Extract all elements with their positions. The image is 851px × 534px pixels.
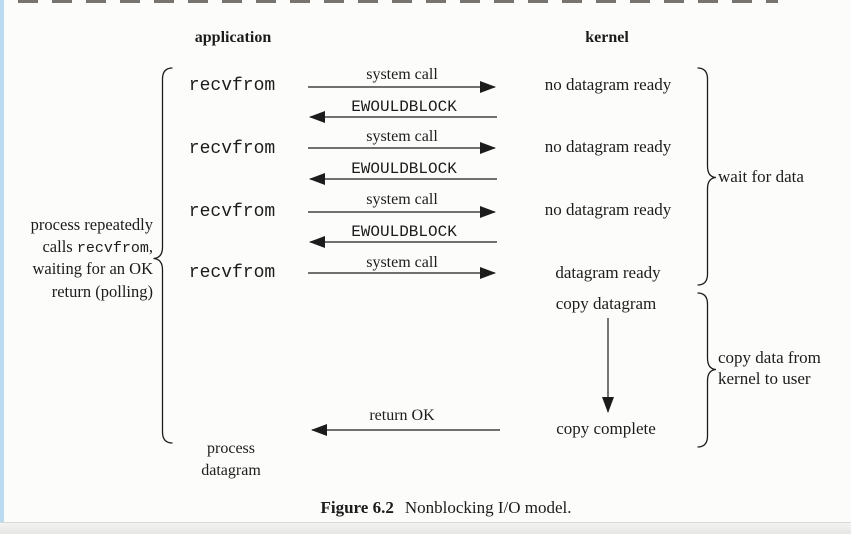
top-dashed-border [18,0,778,3]
process-note-line2-prefix: calls [42,237,73,256]
process-note-line2-suffix: , [148,237,153,256]
copy-data-brace [697,292,717,448]
left-blue-strip [0,0,4,522]
ewouldblock-label-3: EWOULDBLOCK [351,223,457,241]
process-note-line1: process repeatedly [30,215,153,234]
copy-data-label-line1: copy data from [718,348,821,367]
system-call-label-2: system call [366,128,438,145]
left-process-brace [153,67,173,444]
bottom-band [0,522,851,534]
figure-caption-number: Figure 6.2 [320,498,394,517]
process-datagram-line1: process [207,440,255,457]
process-note-line4: return (polling) [51,282,153,301]
system-call-label-1: system call [366,66,438,83]
kernel-state-3: no datagram ready [544,200,672,219]
application-column-header: application [194,29,272,46]
wait-for-data-label: wait for data [718,167,804,186]
ewouldblock-label-1: EWOULDBLOCK [351,98,457,116]
recvfrom-call-1: recvfrom [188,76,276,96]
return-ok-label: return OK [369,407,435,424]
recvfrom-call-3: recvfrom [188,202,276,222]
process-datagram-line2: datagram [201,462,261,479]
ewouldblock-label-2: EWOULDBLOCK [351,160,457,178]
process-note-line3: waiting for an OK [32,259,153,278]
copy-data-label-line2: kernel to user [718,369,811,388]
process-note-line2: calls recvfrom, [0,237,153,257]
recvfrom-call-2: recvfrom [188,139,276,159]
kernel-state-2: no datagram ready [544,137,672,156]
kernel-state-1: no datagram ready [544,75,672,94]
process-note-line2-code: recvfrom [76,240,149,257]
kernel-state-4: datagram ready [555,263,661,282]
kernel-column-header: kernel [585,29,629,46]
copy-datagram-label: copy datagram [555,294,657,313]
system-call-label-4: system call [366,254,438,271]
recvfrom-call-4: recvfrom [188,263,276,283]
figure-caption-title: Nonblocking I/O model. [404,498,572,517]
copy-complete-label: copy complete [556,419,656,438]
system-call-label-3: system call [366,191,438,208]
wait-for-data-brace [697,67,717,286]
figure-caption: Figure 6.2 Nonblocking I/O model. [320,499,571,516]
